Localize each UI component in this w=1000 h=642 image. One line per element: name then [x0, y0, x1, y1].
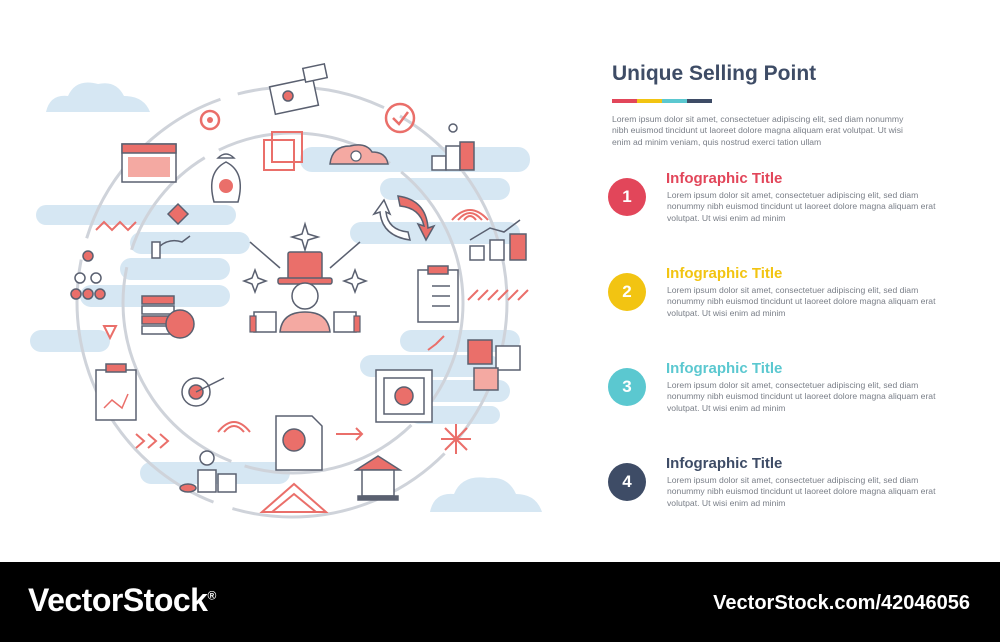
item-title: Infographic Title: [666, 170, 783, 187]
safe-icon: [375, 369, 433, 423]
brand-logo: VectorStock®: [28, 582, 216, 619]
list-item: 4 Infographic Title Lorem ipsum dolor si…: [608, 455, 938, 521]
money-bag-icon: [211, 153, 241, 203]
cloud-gear-icon: [329, 144, 389, 165]
triangle-icon: [259, 482, 329, 513]
man-hat-icon: [249, 241, 361, 333]
dollar-coin-stack-icon: [141, 295, 195, 339]
clipboard-checklist-icon: [417, 265, 459, 323]
item-title: Infographic Title: [666, 265, 783, 282]
list-item: 1 Infographic Title Lorem ipsum dolor si…: [608, 170, 938, 236]
page-title: Unique Selling Point: [612, 62, 817, 85]
rainbow-icon: [217, 421, 251, 433]
item-body: Lorem ipsum dolor sit amet, consectetuer…: [667, 380, 936, 413]
number-badge: 1: [608, 178, 646, 216]
refresh-arrows-icon: [372, 195, 436, 242]
team-leader-icon: [70, 250, 106, 300]
chevrons-icon: [135, 433, 170, 449]
list-item: 2 Infographic Title Lorem ipsum dolor si…: [608, 265, 938, 331]
podium-icon: [431, 123, 475, 171]
calendar-icon: [121, 143, 177, 183]
bar-segment-yellow: [637, 99, 662, 103]
watermark-footer: VectorStock® VectorStock.com/42046056: [0, 562, 1000, 642]
list-item: 3 Infographic Title Lorem ipsum dolor si…: [608, 360, 938, 426]
title-color-bar: [612, 99, 712, 103]
rainbow-icon: [451, 209, 489, 221]
shop-icon: [353, 455, 403, 501]
registered-mark: ®: [207, 588, 216, 603]
arrow-right-icon: [336, 427, 364, 441]
hand-diamond-icon: [151, 202, 191, 259]
bar-segment-teal: [662, 99, 687, 103]
intro-text: Lorem ipsum dolor sit amet, consectetuer…: [612, 114, 904, 147]
award-ticket-icon: [268, 62, 329, 116]
target-icon: [199, 109, 221, 131]
document-dollar-icon: [275, 415, 323, 471]
burst-icon: [441, 424, 471, 454]
zigzag-icon: [95, 220, 529, 351]
bar-segment-navy: [687, 99, 712, 103]
squares-icon: [263, 131, 303, 171]
coins-stack-icon: [179, 450, 237, 493]
item-body: Lorem ipsum dolor sit amet, consectetuer…: [667, 190, 936, 223]
number-badge: 4: [608, 463, 646, 501]
item-title: Infographic Title: [666, 455, 783, 472]
number-badge: 2: [608, 273, 646, 311]
infographic-canvas: Unique Selling Point Lorem ipsum dolor s…: [30, 62, 938, 521]
item-body: Lorem ipsum dolor sit amet, consectetuer…: [667, 475, 936, 508]
usp-illustration: [30, 62, 542, 519]
checkmark-circle-icon: [384, 102, 416, 134]
strategy-board-icon: [95, 363, 137, 421]
puzzle-icon: [467, 339, 521, 391]
sparkle-icon: [241, 221, 369, 295]
growth-coins-icon: [469, 219, 527, 261]
item-title: Infographic Title: [666, 360, 783, 377]
dart-target-icon: [181, 377, 225, 407]
number-badge: 3: [608, 368, 646, 406]
item-body: Lorem ipsum dolor sit amet, consectetuer…: [667, 285, 936, 318]
stock-id: VectorStock.com/42046056: [713, 592, 970, 614]
brand-name: VectorStock: [28, 582, 208, 618]
bar-segment-red: [612, 99, 637, 103]
